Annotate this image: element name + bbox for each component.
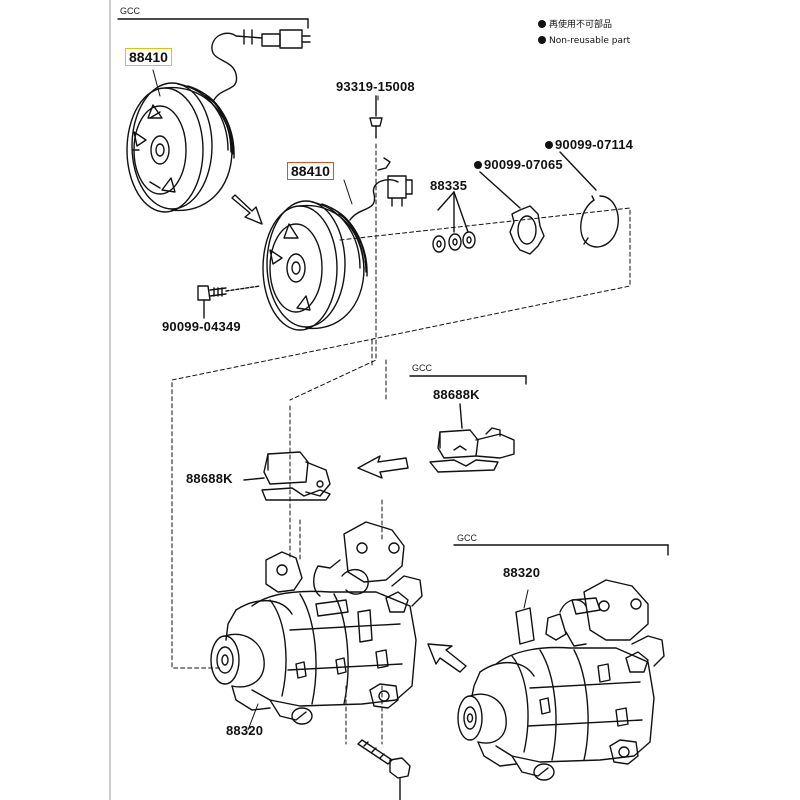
arrow-sensor [357, 455, 409, 479]
snap-ring-90099-07065 [479, 171, 545, 255]
part-label-88335[interactable]: 88335 [430, 178, 468, 193]
part-label-88320-left[interactable]: 88320 [226, 723, 264, 738]
bullet-icon [538, 36, 546, 44]
clutch-assembly-middle [262, 157, 413, 331]
part-label-88410-top[interactable]: 88410 [125, 48, 172, 66]
gcc-label-top: GCC [120, 6, 140, 16]
sensor-left-88688K [243, 451, 331, 501]
part-label-88410-mid[interactable]: 88410 [287, 162, 334, 180]
part-label-90099-04349[interactable]: 90099-04349 [162, 319, 241, 334]
legend-en-text: Non-reusable part [549, 36, 631, 46]
gcc-bracket-compressor [453, 544, 669, 556]
non-reusable-icon [474, 161, 482, 169]
shims-88335 [432, 191, 476, 253]
leader-lines [152, 69, 529, 731]
clutch-assembly-top [126, 29, 311, 213]
part-label-90099-07065-text: 90099-07065 [484, 157, 563, 172]
gcc-label-sensor: GCC [412, 363, 432, 373]
gcc-label-compressor: GCC [457, 533, 477, 543]
legend: 再使用不可部品 Non-reusable part [538, 17, 630, 49]
part-label-90099-07114-text: 90099-07114 [555, 137, 634, 152]
part-label-90099-07065[interactable]: 90099-07065 [474, 158, 563, 171]
legend-item-en: Non-reusable part [538, 33, 630, 49]
dashed-guides [171, 143, 631, 745]
part-label-90099-07114[interactable]: 90099-07114 [545, 138, 633, 151]
part-label-93319-15008[interactable]: 93319-15008 [336, 79, 415, 94]
part-label-88688K-left[interactable]: 88688K [186, 471, 233, 486]
gcc-bracket-sensor [409, 375, 527, 385]
bolt-bottom [357, 739, 411, 800]
non-reusable-icon [545, 141, 553, 149]
bolt-90099-04349 [197, 285, 261, 319]
gcc-bracket-top [117, 18, 309, 29]
part-label-88320-right[interactable]: 88320 [503, 565, 541, 580]
bullet-icon [538, 20, 546, 28]
ring-90099-07114 [559, 151, 619, 248]
part-label-88688K-right[interactable]: 88688K [433, 387, 480, 402]
compressor-left-88320 [210, 521, 423, 725]
legend-item-jp: 再使用不可部品 [538, 17, 630, 33]
arrow-top-to-middle [231, 194, 263, 225]
sensor-right-88688K [429, 403, 515, 473]
compressor-right-88320 [457, 579, 665, 781]
bolt-93319-15008 [369, 95, 383, 141]
legend-jp-text: 再使用不可部品 [549, 20, 613, 30]
arrow-compressor [427, 643, 467, 673]
